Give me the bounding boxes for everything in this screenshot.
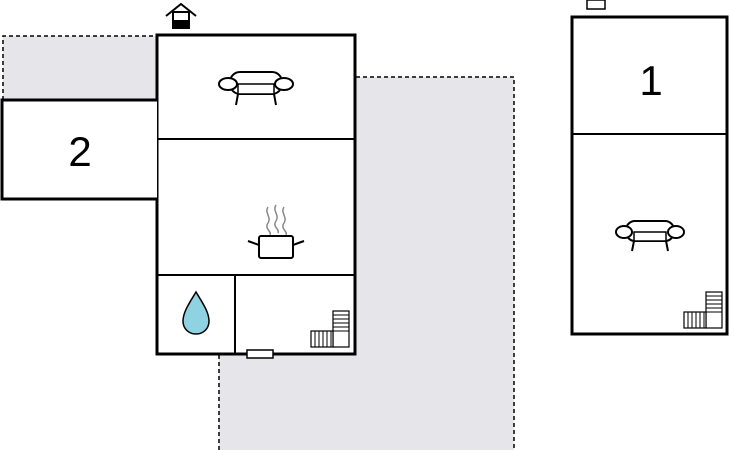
terrace-area-left [2,35,158,100]
annex-building: 1 [570,15,729,336]
room-bedroom-2: 2 [0,98,157,201]
stairs-icon [310,310,350,348]
entrance-door [246,349,274,359]
terrace-area-right [356,76,515,450]
room-number-label: 2 [68,128,91,175]
sofa-icon [218,71,294,106]
terrace-area-bottom [218,355,359,450]
annex-vent-icon [586,0,606,10]
stairs-icon [683,291,723,329]
room-number-label: 1 [639,57,662,104]
water-drop-icon [182,290,210,335]
chimney-icon [165,2,197,29]
cooking-pot-icon [247,204,305,259]
sofa-icon [615,220,685,252]
